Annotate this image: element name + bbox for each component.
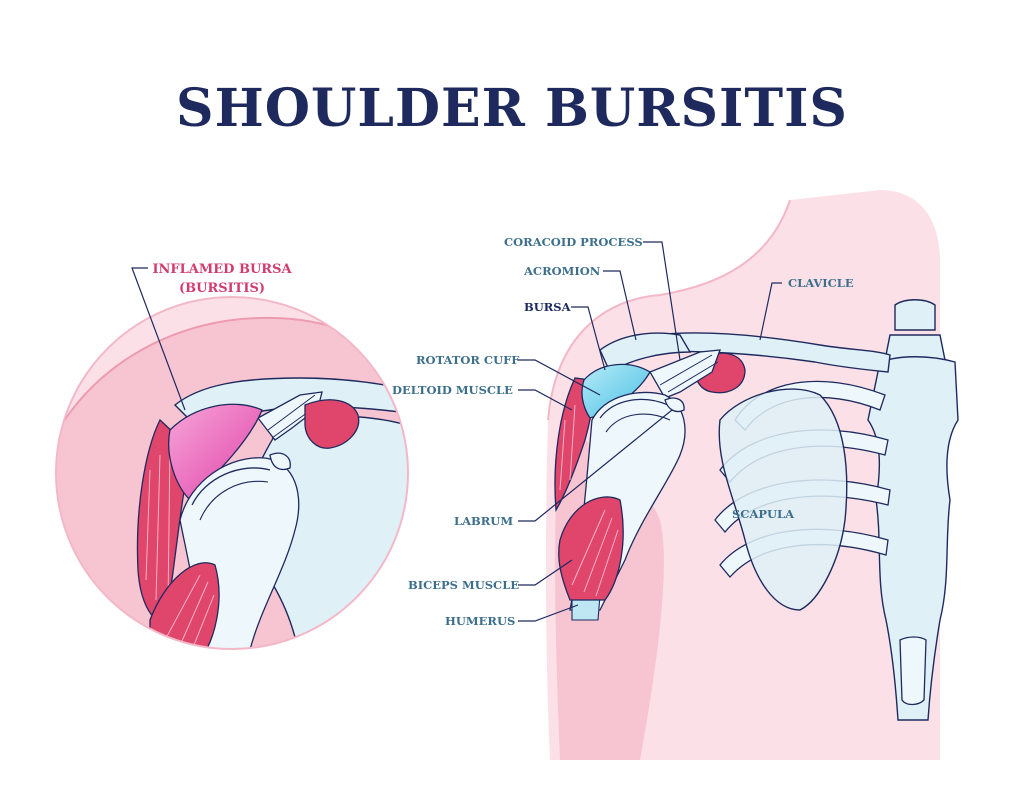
clavicle-label: CLAVICLE bbox=[788, 276, 854, 290]
acromion-leader bbox=[603, 270, 637, 341]
coracoid-process-label: CORACOID PROCESS bbox=[504, 235, 643, 249]
rotator-cuff-leader bbox=[518, 359, 601, 396]
labrum-label: LABRUM bbox=[454, 514, 513, 528]
diagram-title: SHOULDER BURSITIS bbox=[176, 78, 848, 139]
inflamed-bursa-leader bbox=[131, 267, 186, 411]
spine bbox=[867, 299, 959, 721]
anatomy-labels: CORACOID PROCESS ACROMION CLAVICLE BURSA… bbox=[392, 235, 854, 628]
labrum-structure bbox=[664, 397, 685, 413]
main-anatomy-view bbox=[545, 190, 959, 760]
clavicle-bone bbox=[654, 332, 891, 373]
labrum-leader bbox=[518, 409, 673, 522]
humerus-label: HUMERUS bbox=[445, 614, 515, 628]
inset-inflamed-bursa bbox=[168, 403, 263, 501]
inset-magnified-view bbox=[55, 296, 409, 650]
biceps-muscle-label: BICEPS MUSCLE bbox=[408, 578, 519, 592]
bursitis-label: (BURSITIS) bbox=[179, 281, 265, 296]
humerus-leader bbox=[518, 604, 579, 622]
bursa-leader bbox=[571, 306, 606, 371]
deltoid-muscle-label: DELTOID MUSCLE bbox=[392, 383, 513, 397]
deltoid-muscle-leader bbox=[518, 389, 573, 411]
scapula-bone bbox=[718, 388, 848, 611]
acromion-label: ACROMION bbox=[523, 264, 601, 278]
clavicle-leader bbox=[759, 282, 782, 341]
inflamed-bursa-label: INFLAMED BURSA bbox=[152, 262, 292, 277]
coracoid-process-leader bbox=[643, 241, 681, 361]
inset-labrum bbox=[269, 452, 291, 471]
rotator-cuff-label: ROTATOR CUFF bbox=[416, 353, 520, 367]
scapula-label: SCAPULA bbox=[732, 507, 795, 521]
bursa-label: BURSA bbox=[524, 300, 572, 314]
inset-supraspinatus bbox=[304, 399, 360, 449]
biceps-muscle-leader bbox=[518, 559, 573, 586]
biceps-muscle bbox=[558, 496, 624, 601]
